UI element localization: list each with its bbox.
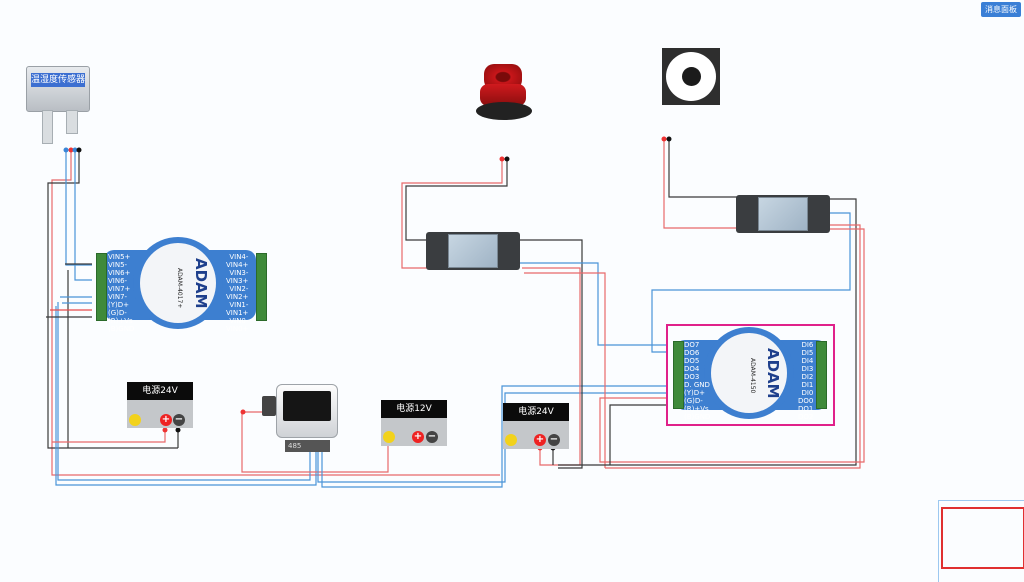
fan[interactable]: [662, 48, 720, 105]
pin-label: (Y)D+: [108, 301, 129, 309]
plus-terminal[interactable]: +: [534, 434, 546, 446]
relay-2[interactable]: [736, 195, 830, 233]
pin-label: (R)+Vs: [108, 317, 133, 325]
pin-label: VIN2+: [226, 293, 249, 301]
wire-sensor-blue2: [74, 151, 92, 281]
power-supply-24v-1[interactable]: 电源24V + −: [127, 382, 193, 428]
plus-terminal[interactable]: +: [412, 431, 424, 443]
pin-label: VIN4-: [229, 253, 249, 261]
adam-4017-left-pins: VIN5+ VIN5- VIN6+ VIN6- VIN7+ VIN7- (Y)D…: [108, 253, 134, 333]
message-panel-button[interactable]: 消息面板: [981, 2, 1021, 17]
pin-label: DI5: [801, 349, 814, 357]
pin-label: DI3: [801, 365, 814, 373]
power-supply-12v[interactable]: 电源12V + −: [381, 400, 447, 446]
adam-model: ADAM-4150: [749, 358, 756, 394]
pin-label: (R)+Vs: [684, 405, 709, 413]
pin-label: VIN4+: [226, 261, 249, 269]
pin-label: (G)D-: [108, 309, 127, 317]
adam-logo: ADAM: [764, 348, 782, 399]
minimap-viewport[interactable]: [941, 507, 1024, 569]
pin-label: DI4: [801, 357, 814, 365]
pin-label: DI0: [801, 389, 814, 397]
adam-4150-left-pins: DO7 DO6 DO5 DO4 DO3 D. GND (Y)D+ (G)D- (…: [684, 341, 710, 421]
pin-label: (B)GND: [108, 325, 135, 333]
pin-label: VIN7-: [108, 293, 128, 301]
minus-terminal[interactable]: −: [426, 431, 438, 443]
wire-sensor-black: [47, 151, 178, 449]
pin-label: DO6: [684, 349, 700, 357]
minus-terminal[interactable]: −: [173, 414, 185, 426]
pin-label: DO2: [798, 413, 814, 421]
pin-label: VIN5+: [108, 253, 131, 261]
pin-label: VIN2-: [229, 285, 249, 293]
wire-sensor-blue1: [65, 151, 92, 266]
pin-label: D. GND: [684, 381, 710, 389]
pin-label: DO5: [684, 357, 700, 365]
adam-4150-right-pins: DI6 DI5 DI4 DI3 DI2 DI1 DI0 DO0 DO1 DO2: [798, 341, 813, 421]
power-supply-24v-2[interactable]: 电源24V + −: [503, 403, 569, 449]
psu-label: 电源24V: [503, 403, 569, 421]
pin-label: DI6: [801, 341, 814, 349]
pin-label: VIN6-: [108, 277, 128, 285]
pin-label: VIN1-: [229, 301, 249, 309]
psu-label: 电源12V: [381, 400, 447, 418]
pin-label: (G)D-: [684, 397, 703, 405]
selection-box: [666, 324, 835, 426]
sensor-label: 温湿度传感器: [31, 73, 86, 87]
pin-label: VIN3+: [226, 277, 249, 285]
pin-label: VIN0+: [226, 325, 249, 333]
alarm-light[interactable]: [476, 64, 532, 130]
rs485-port: 485: [285, 440, 330, 452]
minimap[interactable]: [938, 500, 1024, 582]
adam-4017-right-pins: VIN4- VIN4+ VIN3- VIN3+ VIN2- VIN2+ VIN1…: [226, 253, 248, 333]
pin-label: DO1: [798, 405, 814, 413]
pin-label: (B)GND: [684, 413, 711, 421]
pin-label: DO3: [684, 373, 700, 381]
adam-model: ADAM-4017+: [176, 268, 183, 309]
plus-terminal[interactable]: +: [160, 414, 172, 426]
pin-label: VIN0-: [229, 317, 249, 325]
pin-label: VIN3-: [229, 269, 249, 277]
pin-label: VIN5-: [108, 261, 128, 269]
pin-label: VIN1+: [226, 309, 249, 317]
wire-sensor-red: [51, 151, 500, 476]
adam-logo: ADAM: [192, 258, 210, 309]
pin-label: DO0: [798, 397, 814, 405]
psu-label: 电源24V: [127, 382, 193, 400]
pin-label: DI2: [801, 373, 814, 381]
pin-label: DO4: [684, 365, 700, 373]
pin-label: VIN7+: [108, 285, 131, 293]
pin-label: DO7: [684, 341, 700, 349]
pin-label: (Y)D+: [684, 389, 705, 397]
pin-label: DI1: [801, 381, 814, 389]
relay-1[interactable]: [426, 232, 520, 270]
minus-terminal[interactable]: −: [548, 434, 560, 446]
pin-label: VIN6+: [108, 269, 131, 277]
